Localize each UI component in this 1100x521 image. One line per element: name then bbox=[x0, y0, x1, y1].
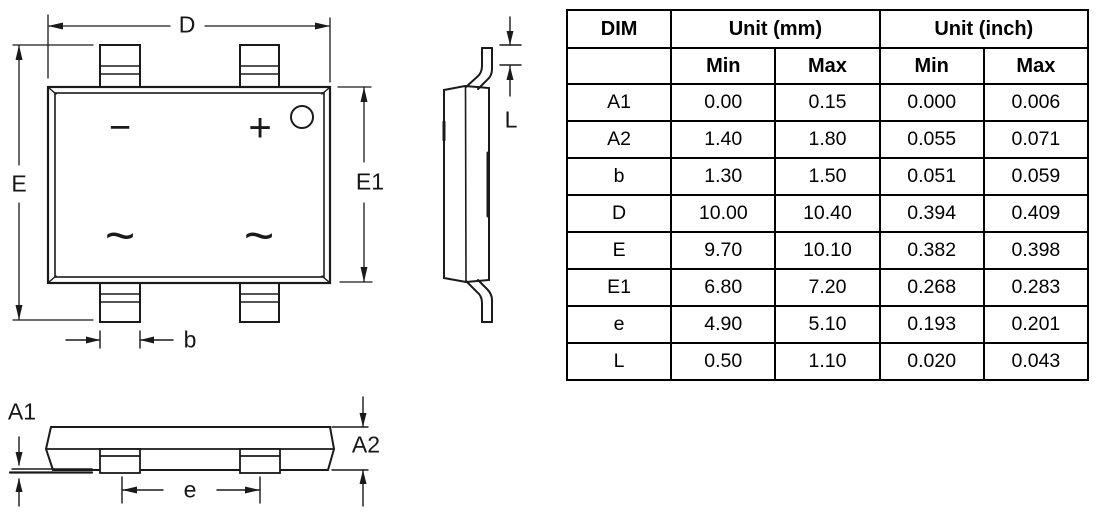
label-E: E bbox=[11, 170, 27, 197]
header-unit-mm: Unit (mm) bbox=[670, 9, 881, 49]
cell-mm-min: 0.00 bbox=[670, 83, 777, 122]
cell-dim: L bbox=[565, 342, 673, 381]
cell-inch-max: 0.006 bbox=[982, 83, 1090, 122]
package-body-front-view bbox=[44, 426, 336, 471]
cell-mm-max: 7.20 bbox=[774, 268, 881, 307]
cell-dim: D bbox=[565, 194, 673, 233]
table-row: A1 0.00 0.15 0.000 0.006 bbox=[565, 83, 1090, 122]
dimension-L bbox=[499, 16, 522, 97]
cell-inch-max: 0.409 bbox=[982, 194, 1090, 233]
label-A1: A1 bbox=[7, 398, 37, 425]
cell-inch-min: 0.051 bbox=[878, 157, 985, 196]
dimension-E1 bbox=[337, 86, 373, 283]
label-L: L bbox=[504, 106, 518, 133]
cell-inch-min: 0.000 bbox=[878, 83, 985, 122]
table-row: E 9.70 10.10 0.382 0.398 bbox=[565, 231, 1090, 270]
cell-inch-min: 0.394 bbox=[878, 194, 985, 233]
ac-mark-right: ~ bbox=[244, 207, 274, 265]
header-mm-min: Min bbox=[670, 47, 777, 85]
dimension-table: DIM Unit (mm) Unit (inch) Min Max Min Ma… bbox=[565, 9, 1090, 381]
label-b: b bbox=[183, 326, 197, 353]
gullwing-lead-top bbox=[465, 47, 493, 90]
cell-dim: e bbox=[565, 305, 673, 344]
header-unit-inch: Unit (inch) bbox=[878, 9, 1090, 49]
header-inch-max: Max bbox=[982, 47, 1090, 85]
dimension-A2 bbox=[331, 396, 369, 507]
dimension-D bbox=[47, 14, 331, 83]
table-row: A2 1.40 1.80 0.055 0.071 bbox=[565, 120, 1090, 159]
header-dim: DIM bbox=[565, 9, 673, 49]
cell-mm-max: 1.50 bbox=[774, 157, 881, 196]
dimension-E bbox=[12, 44, 94, 321]
cell-dim: A2 bbox=[565, 120, 673, 159]
cell-mm-max: 5.10 bbox=[774, 305, 881, 344]
cell-inch-min: 0.268 bbox=[878, 268, 985, 307]
cell-mm-min: 9.70 bbox=[670, 231, 777, 270]
dimension-e bbox=[121, 476, 261, 504]
cell-inch-max: 0.059 bbox=[982, 157, 1090, 196]
cell-inch-max: 0.283 bbox=[982, 268, 1090, 307]
table-row: D 10.00 10.40 0.394 0.409 bbox=[565, 194, 1090, 233]
minus-mark: − bbox=[109, 107, 131, 149]
cell-mm-min: 10.00 bbox=[670, 194, 777, 233]
table-subheader-row: Min Max Min Max bbox=[565, 47, 1090, 85]
cell-mm-max: 10.10 bbox=[774, 231, 881, 270]
cell-mm-max: 10.40 bbox=[774, 194, 881, 233]
cell-mm-min: 0.50 bbox=[670, 342, 777, 381]
cell-mm-max: 1.10 bbox=[774, 342, 881, 381]
label-A2: A2 bbox=[351, 431, 381, 458]
dimension-A1 bbox=[8, 436, 94, 507]
label-e: e bbox=[183, 476, 197, 503]
package-body-side-view bbox=[442, 84, 490, 284]
dimension-b bbox=[65, 330, 174, 349]
pin1-indicator-circle bbox=[290, 105, 314, 129]
label-E1: E1 bbox=[355, 168, 385, 195]
label-D: D bbox=[178, 11, 196, 38]
cell-mm-min: 1.40 bbox=[670, 120, 777, 159]
cell-inch-max: 0.398 bbox=[982, 231, 1090, 270]
cell-mm-min: 6.80 bbox=[670, 268, 777, 307]
table-header-row: DIM Unit (mm) Unit (inch) bbox=[565, 9, 1090, 49]
cell-dim: b bbox=[565, 157, 673, 196]
header-empty bbox=[565, 47, 673, 85]
cell-inch-min: 0.193 bbox=[878, 305, 985, 344]
cell-mm-max: 1.80 bbox=[774, 120, 881, 159]
table-row: E1 6.80 7.20 0.268 0.283 bbox=[565, 268, 1090, 307]
front-view bbox=[8, 396, 369, 507]
header-mm-max: Max bbox=[774, 47, 881, 85]
cell-dim: E bbox=[565, 231, 673, 270]
cell-inch-min: 0.055 bbox=[878, 120, 985, 159]
plus-mark: + bbox=[248, 106, 271, 150]
cell-mm-min: 1.30 bbox=[670, 157, 777, 196]
top-view: − + ~ ~ bbox=[12, 14, 373, 349]
cell-inch-max: 0.201 bbox=[982, 305, 1090, 344]
cell-inch-min: 0.382 bbox=[878, 231, 985, 270]
gullwing-lead-bottom bbox=[465, 279, 493, 323]
ac-mark-left: ~ bbox=[105, 207, 135, 265]
lead-feet-front-view bbox=[99, 448, 281, 474]
side-view bbox=[442, 16, 522, 323]
cell-dim: E1 bbox=[565, 268, 673, 307]
cell-inch-max: 0.071 bbox=[982, 120, 1090, 159]
package-body-top-view bbox=[46, 85, 332, 285]
header-inch-min: Min bbox=[878, 47, 985, 85]
cell-mm-min: 4.90 bbox=[670, 305, 777, 344]
table-row: e 4.90 5.10 0.193 0.201 bbox=[565, 305, 1090, 344]
cell-inch-min: 0.020 bbox=[878, 342, 985, 381]
cell-inch-max: 0.043 bbox=[982, 342, 1090, 381]
table-row: L 0.50 1.10 0.020 0.043 bbox=[565, 342, 1090, 381]
table-row: b 1.30 1.50 0.051 0.059 bbox=[565, 157, 1090, 196]
cell-dim: A1 bbox=[565, 83, 673, 122]
cell-mm-max: 0.15 bbox=[774, 83, 881, 122]
